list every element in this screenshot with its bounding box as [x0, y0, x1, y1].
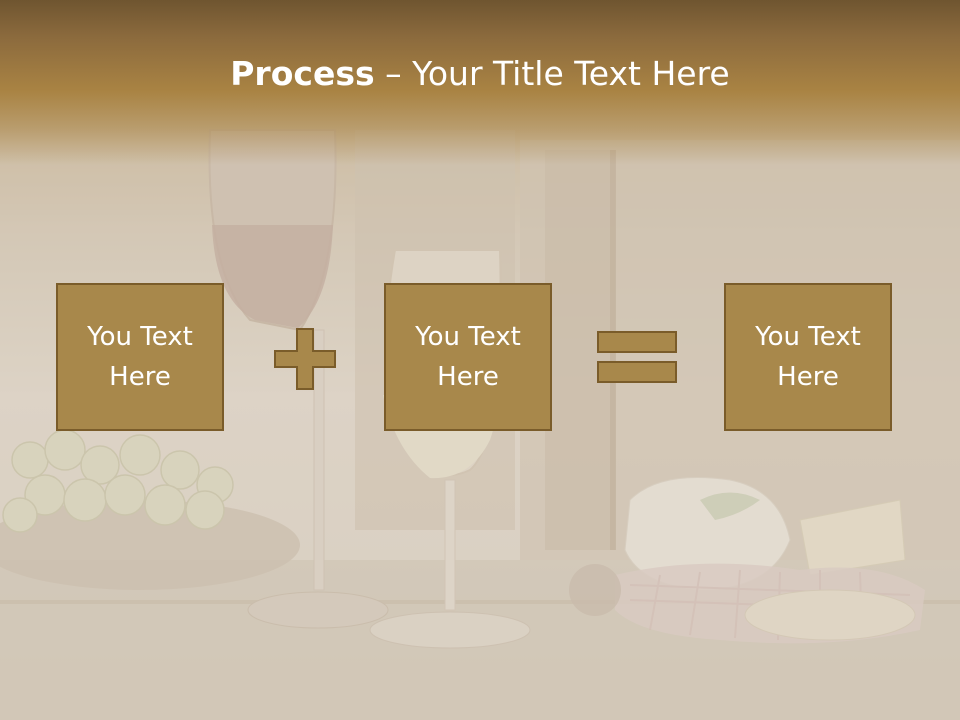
process-box-2-text: You Text Here	[415, 322, 521, 392]
process-box-2[interactable]: You Text Here	[384, 283, 552, 431]
process-box-3-text: You Text Here	[755, 322, 861, 392]
title-bar	[0, 0, 960, 165]
slide-title[interactable]: Process – Your Title Text Here	[0, 52, 960, 96]
plus-icon	[274, 328, 336, 390]
equals-icon	[597, 331, 677, 383]
process-box-1-text: You Text Here	[87, 322, 193, 392]
process-box-3[interactable]: You Text Here	[724, 283, 892, 431]
title-bold-part: Process	[230, 54, 375, 93]
title-rest-part: – Your Title Text Here	[374, 54, 730, 93]
process-box-1[interactable]: You Text Here	[56, 283, 224, 431]
